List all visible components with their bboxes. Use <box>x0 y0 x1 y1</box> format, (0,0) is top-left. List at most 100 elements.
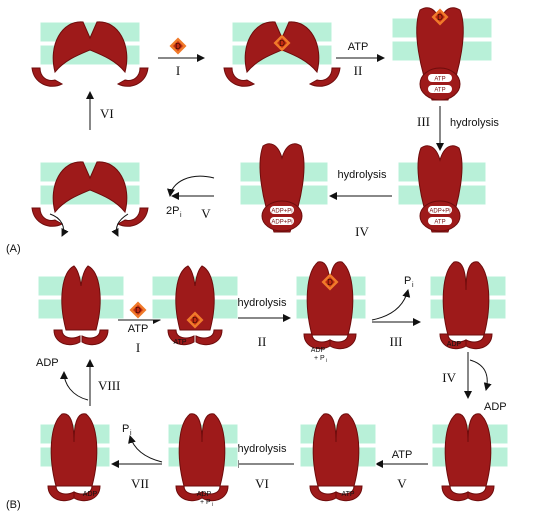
transporter-body <box>61 265 101 331</box>
nucleotide-binding-domain <box>116 67 149 87</box>
pi-subscript: i <box>412 282 414 289</box>
transporter-b6: ATP <box>299 413 377 502</box>
step-label: VIII <box>98 378 120 393</box>
transporter-a1 <box>31 21 149 87</box>
transporter-body <box>52 21 128 74</box>
arrow <box>371 289 411 321</box>
pi-label: P <box>404 275 411 287</box>
nucleotide-binding-domain <box>31 67 64 87</box>
atp-label: ATP <box>341 491 354 498</box>
step-b-vi: hydrolysis VI <box>231 443 294 491</box>
hydrolysis-label: hydrolysis <box>238 297 287 309</box>
atp-pill-icon: ADP+Pi <box>428 206 452 215</box>
step-a-v: 2P i V <box>166 175 215 221</box>
adp-label: ADP <box>447 341 462 348</box>
nucleotide-binding-domain <box>308 67 341 87</box>
svg-text:ATP: ATP <box>434 220 445 226</box>
hydrolysis-label: hydrolysis <box>338 169 387 181</box>
svg-text:ATP: ATP <box>434 77 445 83</box>
drug-diamond-icon <box>186 311 204 329</box>
transporter-a5: ADP+Pi ADP+Pi <box>239 143 329 233</box>
release-arrow <box>111 213 129 237</box>
transporter-b4: ADP <box>429 261 507 350</box>
step-a-iii: III hydrolysis <box>417 106 499 151</box>
transporter-body <box>178 413 226 487</box>
nucleotide-binding-domain <box>31 207 64 227</box>
atp-label: ATP <box>128 323 149 335</box>
nucleotide-binding-domain <box>195 329 223 346</box>
transporter-body <box>306 261 354 336</box>
transporter-b1 <box>37 265 125 346</box>
transporter-a4: ADP+Pi ATP <box>397 145 487 233</box>
adp-label: ADP <box>197 491 212 498</box>
step-label: VI <box>255 476 269 491</box>
pi-subscript: i <box>130 430 132 437</box>
step-a-ii: ATP II <box>336 41 385 78</box>
nucleotide-binding-domain <box>465 333 493 350</box>
step-label: V <box>201 206 211 221</box>
panel-a: D I D ATP II <box>6 7 499 255</box>
nucleotide-binding-domain <box>53 329 81 346</box>
nucleotide-binding-domain <box>201 485 229 502</box>
arrow <box>128 435 163 463</box>
drug-diamond-icon <box>129 301 147 319</box>
step-a-vi: VI <box>86 91 114 130</box>
step-label: III <box>390 334 403 349</box>
plus-pi-label: + P <box>314 355 325 362</box>
step-label: II <box>258 334 267 349</box>
drug-letter: D <box>175 42 181 51</box>
step-label: II <box>354 63 363 78</box>
svg-text:ADP+Pi: ADP+Pi <box>271 209 292 215</box>
transporter-a6 <box>31 161 149 237</box>
step-a-iv: hydrolysis IV <box>329 169 392 239</box>
atp-label: ATP <box>173 339 186 346</box>
drug-letter: D <box>327 278 333 287</box>
transporter-b7: ADP + P i <box>167 413 239 508</box>
transporter-body <box>312 413 360 487</box>
transporter-body <box>175 265 215 331</box>
transporter-body <box>442 261 490 336</box>
adp-label: ADP <box>311 347 326 354</box>
panel-b: D ATP I D ATP hydrolysis II <box>6 261 509 511</box>
atp-pill-icon: ATP <box>428 74 452 83</box>
transporter-a2: D <box>223 21 341 87</box>
drug-diamond-icon <box>321 273 339 291</box>
drug-letter: D <box>192 316 198 325</box>
adp-label: ADP <box>36 357 59 369</box>
step-b-vii: P i VII <box>111 423 163 491</box>
nucleotide-binding-domain <box>47 485 75 502</box>
transporter-body <box>50 413 98 487</box>
arrow <box>167 175 215 197</box>
step-label: I <box>136 340 140 355</box>
nucleotide-binding-domain <box>441 485 469 502</box>
atp-label: ATP <box>392 449 413 461</box>
pi-subscript: i <box>180 212 182 219</box>
adp-label: ADP <box>83 491 98 498</box>
plus-pi-label: + P <box>200 499 211 506</box>
step-label: IV <box>355 224 369 239</box>
step-b-viii: ADP VIII <box>36 357 120 406</box>
two-pi-label: 2P <box>166 205 179 217</box>
svg-text:ADP+Pi: ADP+Pi <box>271 220 292 226</box>
pi-subscript: i <box>212 502 213 508</box>
step-label: III <box>417 114 430 129</box>
nucleotide-binding-domain <box>309 485 337 502</box>
step-b-iv: IV ADP <box>442 352 507 413</box>
panel-tag: (B) <box>6 499 21 511</box>
atp-pill-icon: ATP <box>428 85 452 94</box>
drug-letter: D <box>279 39 285 48</box>
step-label: IV <box>442 370 456 385</box>
step-label: V <box>397 476 407 491</box>
transporter-body <box>52 161 128 214</box>
nucleotide-binding-domain <box>73 485 101 502</box>
step-b-ii: hydrolysis II <box>238 297 291 349</box>
svg-text:ATP: ATP <box>434 88 445 94</box>
nucleotide-binding-domain <box>467 485 495 502</box>
nucleotide-binding-domain <box>223 67 256 87</box>
nucleotide-binding-domain <box>335 485 363 502</box>
transporter-b5 <box>431 413 509 502</box>
transporter-a3: D ATP ATP <box>391 7 493 101</box>
pi-subscript: i <box>326 358 327 364</box>
nucleotide-binding-domain <box>419 200 461 232</box>
transporter-b3: D ADP + P i <box>295 261 367 364</box>
